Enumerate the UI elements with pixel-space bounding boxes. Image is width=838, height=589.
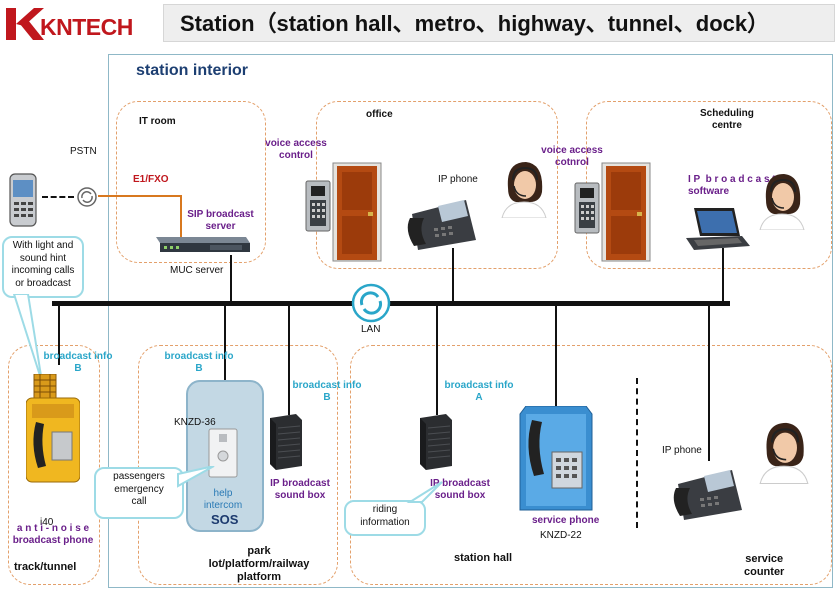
ip-sound-box-1-label: IP broadcast sound box xyxy=(270,478,330,501)
knzd22-label: KNZD-22 xyxy=(540,530,582,541)
i40-label: i40 xyxy=(40,517,54,528)
ip-phone-office-label: IP phone xyxy=(438,174,478,185)
link-track xyxy=(58,303,60,365)
link-muc xyxy=(230,255,232,303)
lan-bus xyxy=(52,301,730,306)
link-office xyxy=(452,248,454,303)
it-room-label: IT room xyxy=(139,116,176,127)
track-tunnel-zone xyxy=(8,345,100,585)
riding-text: riding information xyxy=(360,504,410,528)
pstn-exchange-icon xyxy=(77,187,97,207)
help-intercom-label: help intercom xyxy=(203,488,243,511)
service-phone-label: service phone xyxy=(532,515,600,526)
anti-noise-label: a n t i - n o i s e broadcast phone xyxy=(12,523,94,546)
sound-box-2-icon xyxy=(420,414,452,470)
hall-divider xyxy=(636,378,638,528)
office-label: office xyxy=(366,109,393,120)
logo-text: KNTECH xyxy=(40,14,133,40)
callout-pointer-riding xyxy=(406,481,443,503)
knzd36-label: KNZD-36 xyxy=(174,417,216,428)
logo-k-icon xyxy=(6,8,44,40)
lan-icon xyxy=(351,283,391,323)
sound-box-1-icon xyxy=(270,414,302,470)
scheduling-door-icon xyxy=(601,162,651,262)
e1-fxo-label: E1/FXO xyxy=(133,174,169,185)
office-ip-phone-icon xyxy=(407,200,476,250)
scheduling-operator-icon xyxy=(759,174,805,230)
header-title: Station（station hall、metro、highway、tunne… xyxy=(163,4,835,42)
laptop-icon xyxy=(686,208,750,250)
sos-label: SOS xyxy=(211,512,239,527)
link-sos xyxy=(224,303,226,383)
sos-intercom-icon xyxy=(208,428,238,478)
light-sound-text: With light and sound hint incoming calls… xyxy=(11,240,75,289)
pstn-label: PSTN xyxy=(70,146,97,157)
broadcast-b-track-label: broadcast info B xyxy=(43,351,113,374)
it-room-zone xyxy=(116,101,266,263)
counter-ip-phone-icon xyxy=(673,470,742,520)
broadcast-b-park-label: broadcast info B xyxy=(164,351,234,374)
station-hall-label: station hall xyxy=(454,552,513,564)
callout-pointer-passengers xyxy=(177,466,215,488)
scheduling-centre-label: Scheduling centre xyxy=(700,108,754,131)
kntech-logo: KNTECH xyxy=(4,4,160,44)
trunk-line-v xyxy=(180,195,182,237)
station-hall-zone xyxy=(350,345,832,585)
anti-noise-phone-icon xyxy=(26,374,80,483)
riding-callout: riding information xyxy=(344,500,426,536)
broadcast-b-box-label: broadcast info B xyxy=(292,380,362,403)
access-control-panel-1-icon xyxy=(305,180,331,232)
office-door-icon xyxy=(332,162,382,262)
light-sound-callout: With light and sound hint incoming calls… xyxy=(2,236,84,298)
sip-server-icon xyxy=(156,237,250,252)
passengers-callout: passengers emergency call xyxy=(94,467,184,519)
trunk-line-h xyxy=(98,195,180,197)
voice-access-2-label: voice access cotnrol xyxy=(541,145,603,168)
link-counter-phone xyxy=(708,303,710,461)
track-tunnel-label: track/tunnel xyxy=(14,561,77,573)
passengers-text: passengers emergency call xyxy=(113,471,165,507)
mobile-phone-icon xyxy=(9,173,37,227)
link-service-phone xyxy=(555,303,557,406)
access-control-panel-2-icon xyxy=(574,182,600,234)
header: KNTECH Station（station hall、metro、highwa… xyxy=(0,0,838,48)
link-box2 xyxy=(436,303,438,415)
callout-pointer-light xyxy=(12,294,43,383)
pstn-dash xyxy=(42,196,74,198)
station-interior-title: station interior xyxy=(136,62,249,79)
broadcast-a-hall-label: broadcast info A xyxy=(444,380,514,403)
link-schedule xyxy=(722,248,724,303)
sip-server-label: SIP broadcast server xyxy=(187,209,254,232)
office-operator-icon xyxy=(501,162,547,218)
park-platform-label: park lot/platform/railway platform xyxy=(208,545,310,584)
lan-label: LAN xyxy=(361,324,381,335)
ip-sound-box-2-label: IP broadcast sound box xyxy=(430,478,490,501)
counter-operator-icon xyxy=(759,422,809,484)
muc-server-label: MUC server xyxy=(170,265,224,276)
park-platform-zone xyxy=(138,345,338,585)
ip-phone-counter-label: IP phone xyxy=(662,445,702,456)
voice-access-1-label: voice access control xyxy=(265,138,327,161)
link-box1 xyxy=(288,303,290,415)
service-phone-icon xyxy=(519,406,593,511)
service-counter-label: service counter xyxy=(744,553,785,579)
station-interior-frame xyxy=(108,54,833,588)
